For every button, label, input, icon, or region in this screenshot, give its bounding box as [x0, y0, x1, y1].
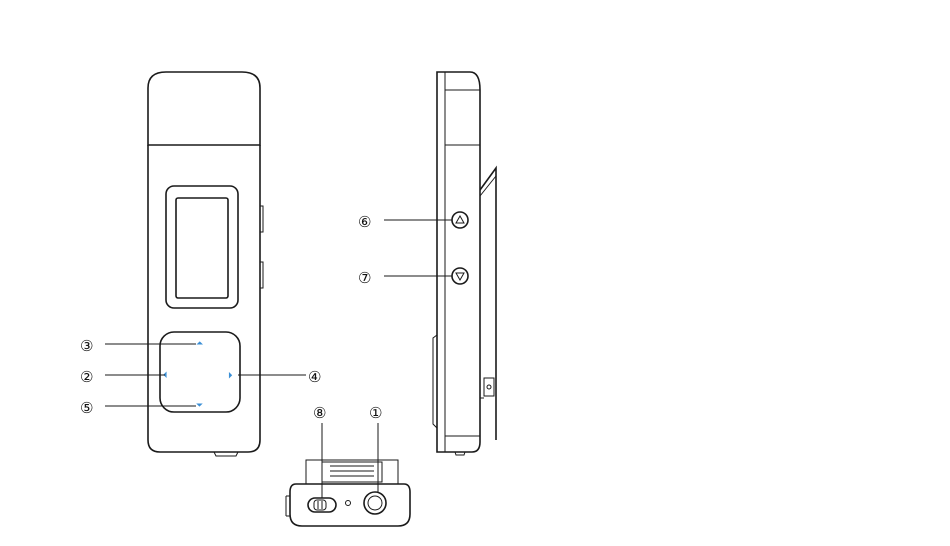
callout-7: ⑦: [358, 269, 371, 287]
svg-text:③: ③: [80, 337, 93, 355]
svg-text:⑤: ⑤: [80, 399, 93, 417]
svg-text:④: ④: [308, 368, 321, 386]
key-left-icon: ⏴: [163, 371, 168, 381]
volume-down-button: [452, 268, 468, 284]
callout-8: ⑧: [313, 404, 326, 422]
key-up-icon: ⏶: [196, 339, 204, 349]
key-down-icon: ⏷: [195, 401, 203, 411]
key-right-icon: ⏵: [228, 371, 233, 381]
svg-text:⑥: ⑥: [358, 213, 371, 231]
callout-3: ③: [80, 337, 93, 355]
svg-text:⑦: ⑦: [358, 269, 371, 287]
belt-clip: [480, 168, 496, 440]
side-body: [437, 72, 480, 452]
bottom-view: ⑧ ①: [286, 404, 410, 526]
svg-text:⑧: ⑧: [313, 404, 326, 422]
callout-5: ⑤: [80, 399, 93, 417]
svg-text:①: ①: [369, 404, 382, 422]
screen: [176, 198, 228, 298]
volume-down-icon: [456, 273, 464, 280]
volume-up-icon: [456, 216, 464, 223]
front-view: ⏶ ⏷ ⏴ ⏵ ③ ② ⑤ ④: [80, 72, 321, 456]
callout-2: ②: [80, 368, 93, 386]
headphone-jack: [364, 492, 386, 514]
front-cap: [148, 72, 260, 145]
callout-6: ⑥: [358, 213, 371, 231]
callout-4: ④: [308, 368, 321, 386]
callout-1: ①: [369, 404, 382, 422]
side-view: ⑥ ⑦: [358, 72, 496, 455]
svg-text:②: ②: [80, 368, 93, 386]
volume-up-button: [452, 212, 468, 228]
